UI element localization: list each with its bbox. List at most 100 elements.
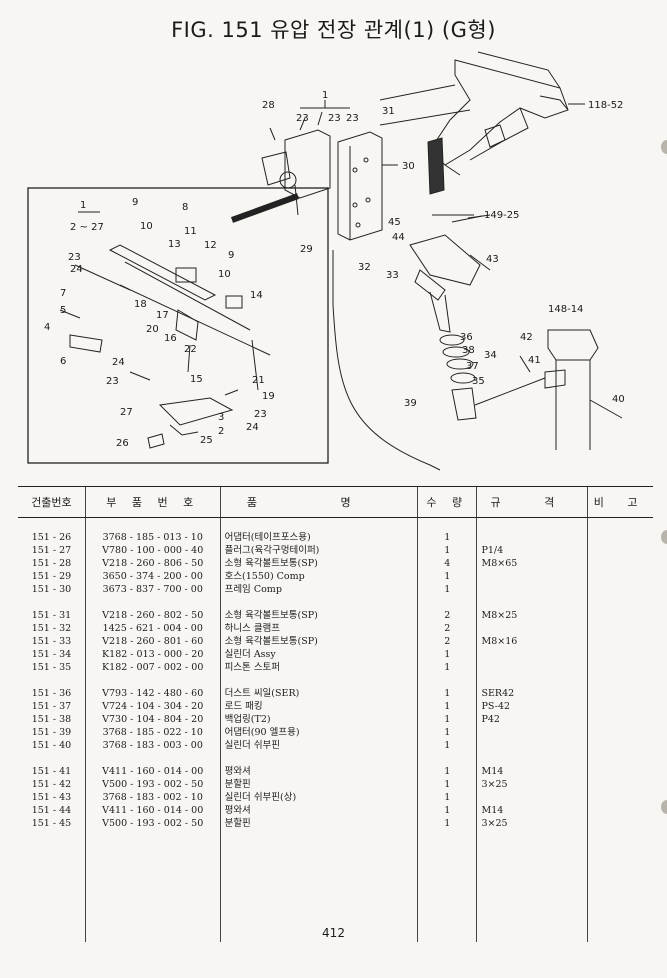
callout-11: 11 (184, 226, 197, 237)
page-number: 412 (322, 926, 345, 940)
callout-23c: 23 (346, 113, 359, 124)
table-header-row: 건출번호 부 품 번 호 품 명 수 량 규 격 비 고 (18, 486, 653, 518)
callout-23d: 23 (68, 252, 81, 263)
callout-1: 1 (322, 90, 328, 101)
callout-40: 40 (612, 394, 625, 405)
cylinder-assembly-drawing (409, 215, 546, 421)
callout-37: 37 (466, 361, 479, 372)
callout-30: 30 (402, 161, 415, 172)
callout-12: 12 (204, 240, 217, 251)
machine-frame-drawing (379, 51, 569, 176)
callout-36: 36 (460, 332, 473, 343)
callout-20: 20 (146, 324, 159, 335)
frame-plate-drawing (337, 131, 383, 241)
figure-title: FIG. 151 유압 전장 관계(1) (G형) (171, 18, 496, 42)
callout-10a: 10 (140, 221, 153, 232)
header-ref-no: 건출번호 (18, 486, 86, 518)
header-part-name: 품 명 (219, 486, 418, 518)
callout-range-2-27: 2 ~ 27 (70, 222, 104, 233)
callout-15: 15 (190, 374, 203, 385)
callout-26: 26 (116, 438, 129, 449)
callout-10b: 10 (218, 269, 231, 280)
callout-24a: 24 (70, 264, 83, 275)
callout-23b: 23 (328, 113, 341, 124)
callout-7: 7 (60, 288, 66, 299)
callout-44: 44 (392, 232, 405, 243)
cylinder-support-post-drawing (519, 329, 623, 450)
callout-35: 35 (472, 376, 485, 387)
bracket-drawing (427, 137, 445, 195)
callout-23e: 23 (106, 376, 119, 387)
callout-14: 14 (250, 290, 263, 301)
callout-23a: 23 (296, 113, 309, 124)
callout-27: 27 (120, 407, 133, 418)
callout-148-14: 148-14 (548, 304, 583, 315)
callout-13: 13 (168, 239, 181, 250)
callout-8: 8 (182, 202, 188, 213)
callout-4: 4 (44, 322, 50, 333)
exploded-parts-diagram: 28 1 23 23 23 31 30 118-52 1 2 ~ 27 9 8 … (27, 51, 625, 471)
callout-3: 3 (218, 412, 224, 423)
header-qty: 수 량 (416, 486, 477, 518)
callout-33: 33 (386, 270, 399, 281)
header-spec: 규 격 (476, 486, 588, 518)
callout-inset-1: 1 (80, 200, 86, 211)
callout-43: 43 (486, 254, 499, 265)
callout-34: 34 (484, 350, 497, 361)
callout-25: 25 (200, 435, 213, 446)
callout-16: 16 (164, 333, 177, 344)
callout-24b: 24 (112, 357, 125, 368)
callout-17: 17 (156, 310, 169, 321)
callout-5: 5 (60, 305, 66, 316)
callout-28: 28 (262, 100, 275, 111)
callout-149-25: 149-25 (484, 210, 519, 221)
diagram-callouts: 28 1 23 23 23 31 30 118-52 1 2 ~ 27 9 8 … (44, 90, 625, 449)
callout-45: 45 (388, 217, 401, 228)
callout-38: 38 (462, 345, 475, 356)
callout-19: 19 (262, 391, 275, 402)
inset-subassembly-drawing (59, 244, 271, 449)
callout-41: 41 (528, 355, 541, 366)
hose-drawing (332, 250, 441, 471)
callout-18: 18 (134, 299, 147, 310)
header-part-no: 부 품 번 호 (84, 486, 221, 518)
callout-23f: 23 (254, 409, 267, 420)
callout-118-52: 118-52 (588, 100, 623, 111)
callout-9b: 9 (228, 250, 234, 261)
callout-21: 21 (252, 375, 265, 386)
callout-31: 31 (382, 106, 395, 117)
callout-9a: 9 (132, 197, 138, 208)
callout-42: 42 (520, 332, 533, 343)
callout-2: 2 (218, 426, 224, 437)
callout-32: 32 (358, 262, 371, 273)
callout-6: 6 (60, 356, 66, 367)
inset-frame (27, 187, 329, 464)
header-remarks: 비 고 (587, 486, 653, 518)
callout-39: 39 (404, 398, 417, 409)
callout-29: 29 (300, 244, 313, 255)
callout-24c: 24 (246, 422, 259, 433)
